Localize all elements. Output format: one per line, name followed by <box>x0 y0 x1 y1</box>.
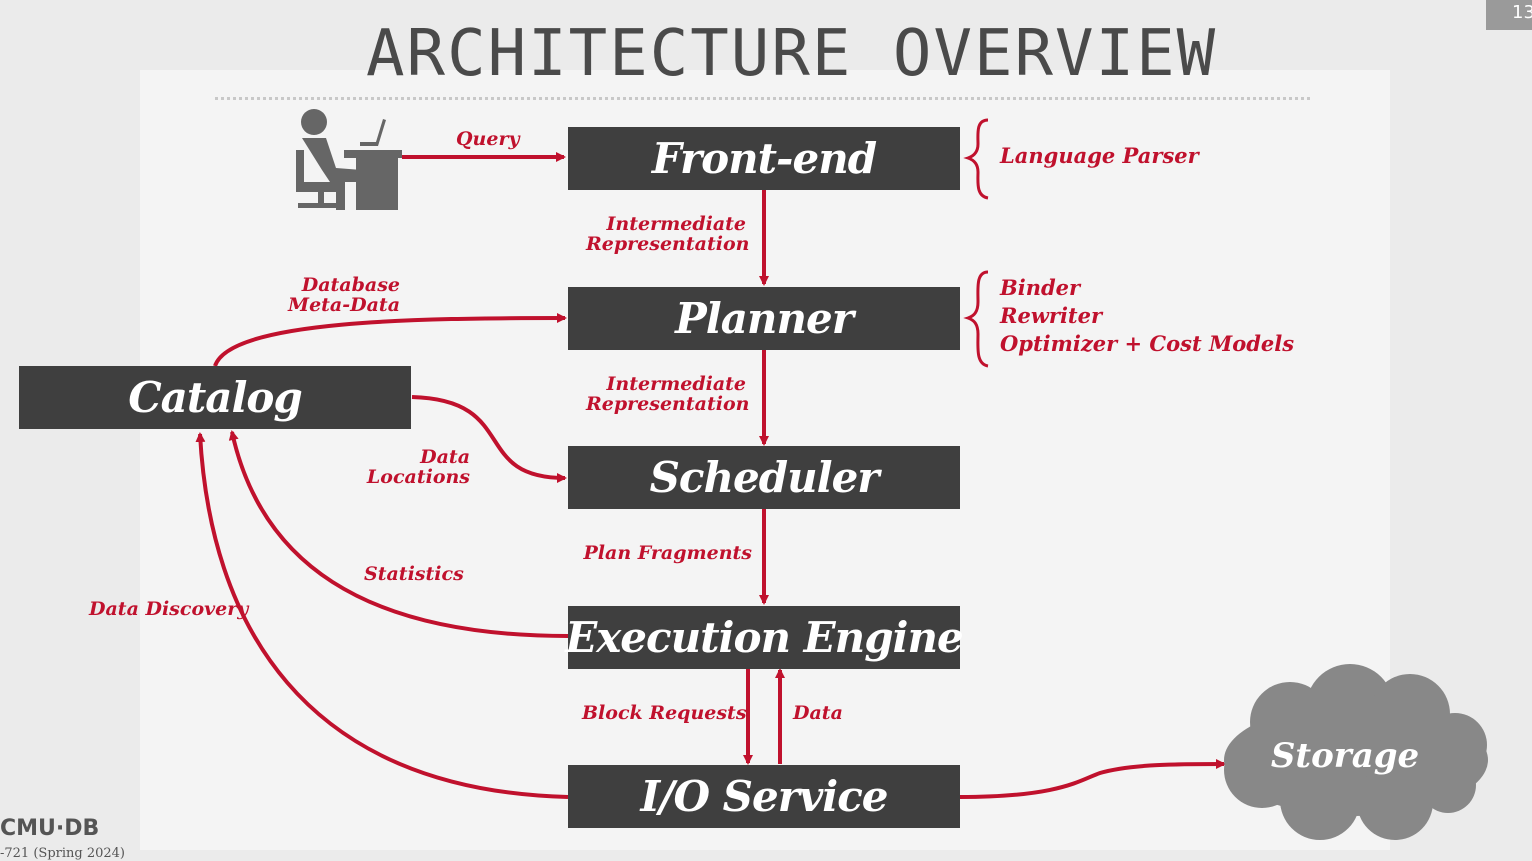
person-at-computer-icon <box>296 109 402 210</box>
catalog-box: Catalog <box>19 366 411 429</box>
data-discovery-label: Data Discovery <box>89 598 249 620</box>
data-discovery-arrow <box>195 432 569 799</box>
planner-brace <box>963 270 989 368</box>
frontend-notes: Language Parser <box>1000 143 1199 168</box>
io-to-storage-arrow <box>959 759 1226 799</box>
storage-label: Storage <box>1270 736 1420 776</box>
scheduler-box: Scheduler <box>568 446 960 509</box>
planner-notes: Binder Rewriter Optimizer + Cost Models <box>1000 275 1295 356</box>
execution-engine-box: Execution Engine <box>565 606 964 669</box>
block-requests-label: Block Requests <box>582 702 747 724</box>
catalog-metadata-arrow <box>213 313 567 367</box>
statistics-arrow <box>228 430 569 638</box>
data-label: Data <box>793 702 843 724</box>
cmu-db-logo: CMU·DB <box>0 816 100 841</box>
cloud-icon <box>1224 664 1488 840</box>
slide-number: 13 <box>1486 0 1532 30</box>
frontend-box: Front-end <box>568 127 960 190</box>
statistics-label: Statistics <box>364 563 464 585</box>
slide-title: ARCHITECTURE OVERVIEW <box>366 17 1218 91</box>
course-label: -721 (Spring 2024) <box>0 846 125 861</box>
plan-fragments-label: Plan Fragments <box>583 542 753 564</box>
frontend-brace <box>963 118 989 200</box>
title-divider <box>215 97 1310 100</box>
query-label: Query <box>456 128 520 150</box>
catalog-locations-arrow <box>411 395 567 483</box>
planner-box: Planner <box>568 287 960 350</box>
io-service-box: I/O Service <box>568 765 960 828</box>
